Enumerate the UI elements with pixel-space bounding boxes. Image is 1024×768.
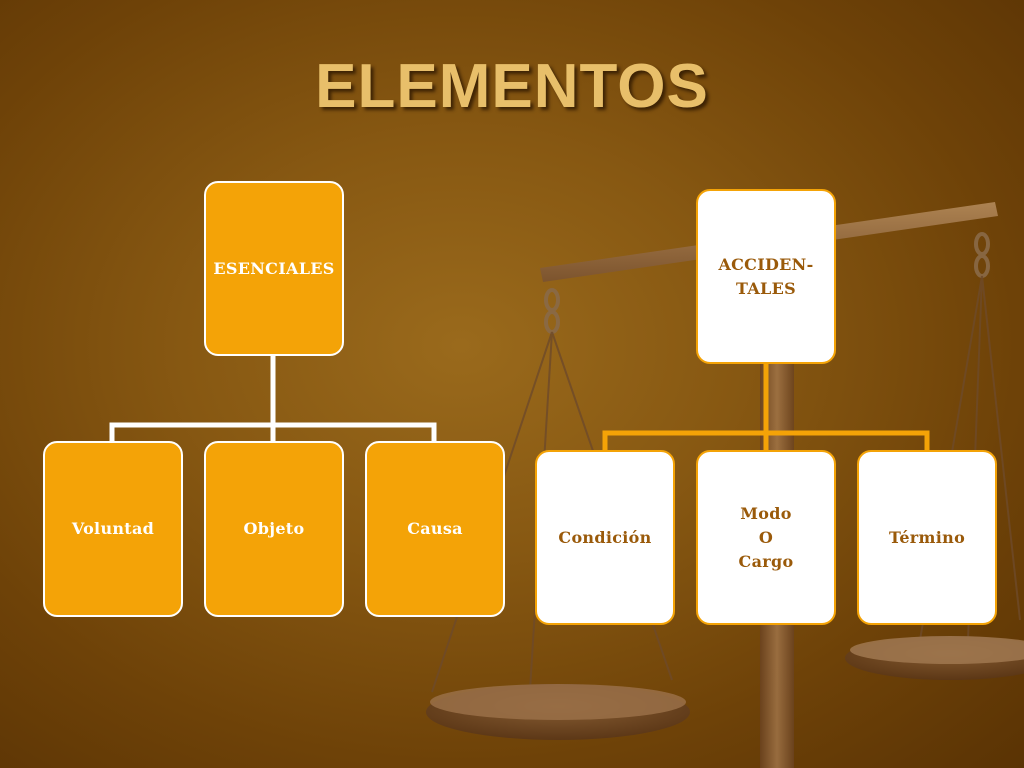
accidentales-box: ACCIDEN- TALES	[696, 189, 836, 364]
accidentales-connectors	[602, 362, 930, 452]
objeto-box: Objeto	[204, 441, 344, 617]
modo-o-cargo-box: Modo O Cargo	[696, 450, 836, 625]
esenciales-box: ESENCIALES	[204, 181, 344, 356]
condicion-box: Condición	[535, 450, 675, 625]
termino-box: Término	[857, 450, 997, 625]
esenciales-connectors	[109, 355, 437, 442]
voluntad-box: Voluntad	[43, 441, 183, 617]
causa-box: Causa	[365, 441, 505, 617]
slide-title: ELEMENTOS	[315, 52, 709, 121]
